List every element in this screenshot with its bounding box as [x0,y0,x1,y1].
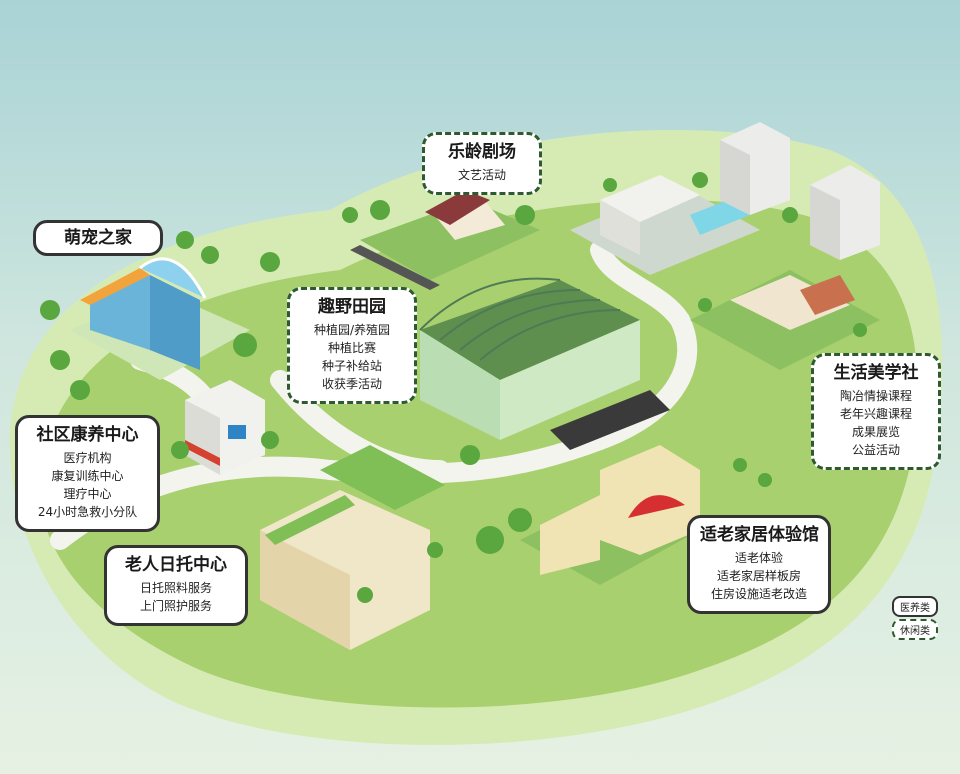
day-care-item: 上门照护服务 [139,599,212,613]
pet-home-title: 萌宠之家 [64,228,132,248]
aging-home-item: 适老体验 [734,551,783,565]
day-care-card[interactable]: 老人日托中心 日托照料服务 上门照护服务 [104,545,248,626]
elder-theater-item: 文艺活动 [457,168,506,182]
wild-garden-item: 种子补给站 [321,359,382,373]
life-aesthetics-item: 老年兴趣课程 [839,407,912,421]
day-care-item: 日托照料服务 [139,581,212,595]
legend-medical: 医养类 [892,596,938,617]
legend-leisure: 休闲类 [892,619,938,640]
day-care-title: 老人日托中心 [125,555,227,575]
community-health-item: 康复训练中心 [51,469,124,483]
theater-house [350,190,540,290]
life-aesthetics-title: 生活美学社 [833,363,919,383]
life-aesthetics-item: 公益活动 [851,443,900,457]
villa [570,175,760,275]
experience-hall [520,445,700,585]
wild-garden-title: 趣野田园 [318,297,386,317]
wild-garden-item: 收获季活动 [321,377,382,391]
pet-home-building [70,257,250,380]
greenhouse [419,277,670,450]
community-health-card[interactable]: 社区康养中心 医疗机构 康复训练中心 理疗中心 24小时急救小分队 [15,415,160,532]
health-center-building [185,380,265,475]
aging-home-item: 住房设施适老改造 [710,587,807,601]
apartment-buildings [720,122,880,260]
aging-home-title: 适老家居体验馆 [700,525,819,545]
community-health-title: 社区康养中心 [36,425,139,445]
aging-home-card[interactable]: 适老家居体验馆 适老体验 适老家居样板房 住房设施适老改造 [687,515,831,614]
life-aesthetics-item: 陶冶情操课程 [839,389,912,403]
pet-home-card[interactable]: 萌宠之家 [33,220,163,256]
community-health-item: 医疗机构 [63,451,112,465]
community-health-item: 24小时急救小分队 [37,505,138,519]
aging-home-item: 适老家居样板房 [716,569,801,583]
aesthetics-house [690,270,880,370]
life-aesthetics-item: 成果展览 [851,425,900,439]
wild-garden-item: 种植园/养殖园 [313,323,391,337]
wild-garden-card[interactable]: 趣野田园 种植园/养殖园 种植比赛 种子补给站 收获季活动 [287,287,417,404]
wild-garden-item: 种植比赛 [327,341,376,355]
life-aesthetics-card[interactable]: 生活美学社 陶冶情操课程 老年兴趣课程 成果展览 公益活动 [811,353,941,470]
elder-theater-card[interactable]: 乐龄剧场 文艺活动 [422,132,542,195]
trees [40,172,867,603]
elder-theater-title: 乐龄剧场 [448,142,516,162]
day-care-building [260,445,445,650]
community-health-item: 理疗中心 [63,487,112,501]
